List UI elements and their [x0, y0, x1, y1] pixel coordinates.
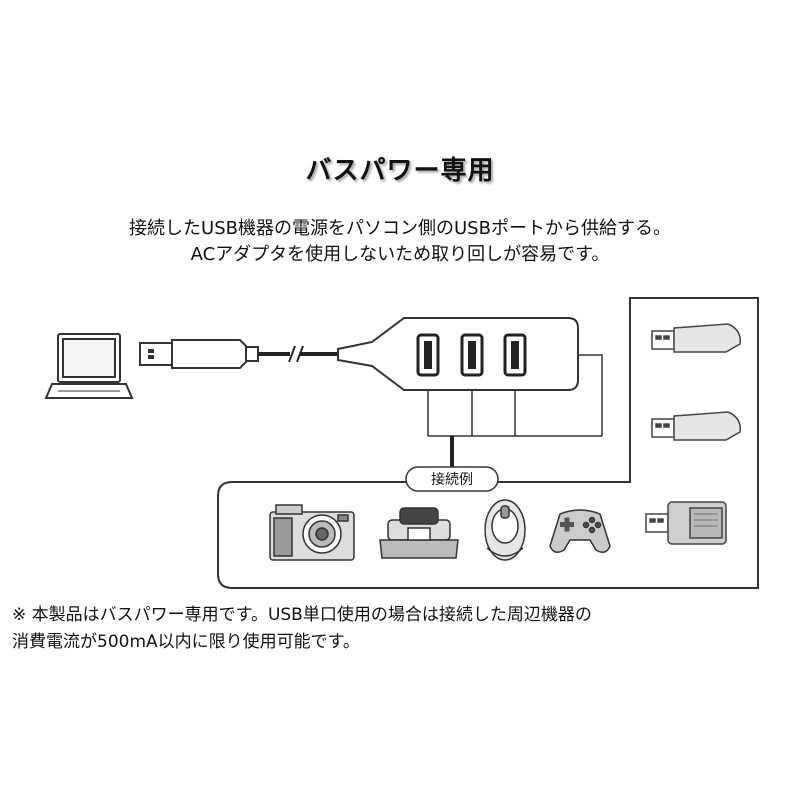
- usb-cable: [258, 345, 338, 363]
- hub-port-3: [503, 333, 527, 377]
- device-frame: [217, 297, 759, 589]
- description-line-1: 接続したUSB機器の電源をパソコン側のUSBポートから供給する。: [129, 218, 671, 239]
- usb-flash-drive-icon: [651, 323, 741, 353]
- example-label-pill: 接続例: [405, 466, 499, 492]
- hub-port-1: [416, 333, 440, 377]
- note-line-2: 消費電流が500mA以内に限り使用可能です。: [12, 632, 360, 652]
- mouse-icon: [484, 499, 526, 561]
- usb-plug-icon: [139, 339, 259, 369]
- usb-hub-icon: [337, 317, 579, 391]
- description-line-2: ACアダプタを使用しないため取り回しが容易です。: [190, 244, 610, 265]
- usb-flash-drive-icon: [651, 411, 741, 441]
- page-title: バスパワー専用: [305, 156, 495, 186]
- charging-dock-icon: [379, 507, 459, 559]
- gamepad-icon: [549, 509, 611, 553]
- card-reader-icon: [645, 501, 727, 545]
- digital-camera-icon: [269, 504, 355, 561]
- hub-port-2: [460, 333, 484, 377]
- example-label: 接続例: [431, 471, 473, 488]
- note-line-1: ※ 本製品はバスパワー専用です。USB単口使用の場合は接続した周辺機器の: [12, 605, 592, 625]
- laptop-icon: [44, 333, 134, 399]
- connection-lines: [427, 354, 603, 470]
